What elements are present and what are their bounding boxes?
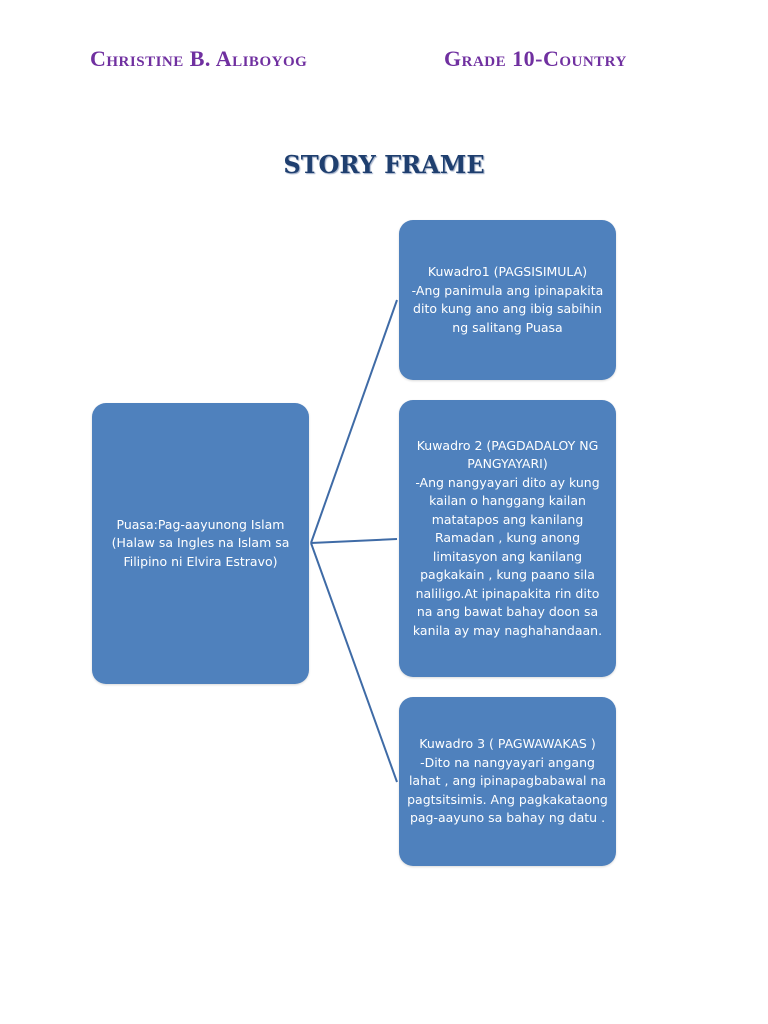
frame-heading: Kuwadro1 (PAGSISIMULA): [427, 264, 588, 279]
frame-line: -Ang nangyayari dito ay kung: [415, 474, 600, 490]
root-node: Puasa:Pag-aayunong Islam (Halaw sa Ingle…: [92, 403, 309, 684]
frame-line: -Dito na nangyayari angang: [420, 754, 595, 770]
grade-section: Grade 10-Country: [444, 46, 627, 71]
frame-line: Ramadan , kung anong: [434, 530, 581, 546]
frame-heading: Kuwadro 3 ( PAGWAWAKAS ): [419, 736, 596, 752]
frame-line: lahat , ang ipinapagbabawal na: [408, 773, 607, 789]
frame-line: -Ang panimula ang ipinapakita: [411, 282, 604, 298]
frame-line: pagkakain , kung paano sila: [420, 567, 595, 583]
frame-line: pagtsitsimis. Ang pagkakataong: [407, 791, 608, 807]
frame-line: PANGYAYARI): [467, 456, 548, 472]
frame-line: naliligo.At ipinapakita rin dito: [415, 585, 600, 601]
frame-line: na ang bawat bahay doon sa: [416, 604, 599, 620]
frame-line: ng salitang Puasa: [452, 319, 563, 335]
root-line: Filipino ni Elvira Estravo): [123, 553, 278, 569]
frame-line: kailan o hanggang kailan: [429, 493, 586, 509]
frame-node-1: Kuwadro1 (PAGSISIMULA) -Ang panimula ang…: [399, 220, 616, 380]
frame-line: dito kung ano ang ibig sabihin: [413, 301, 602, 316]
frame-node-3: Kuwadro 3 ( PAGWAWAKAS ) -Dito na nangya…: [399, 697, 616, 866]
connector-to-frame3: [310, 542, 398, 783]
header: Christine B. Aliboyog Grade 10-Country: [0, 46, 768, 74]
page-title: STORY FRAME: [283, 150, 485, 179]
frame-line: kanila ay may naghahandaan.: [412, 622, 603, 638]
frame-node-2: Kuwadro 2 (PAGDADALOY NG PANGYAYARI) -An…: [399, 400, 616, 677]
frame-line: limitasyon ang kanilang: [432, 548, 583, 564]
root-line: (Halaw sa Ingles na Islam sa: [111, 535, 290, 551]
connector-to-frame2: [310, 538, 398, 544]
frame-line: pag-aayuno sa bahay ng datu .: [409, 810, 606, 826]
frame-heading: Kuwadro 2 (PAGDADALOY NG: [416, 437, 599, 453]
root-line: Puasa:Pag-aayunong Islam: [116, 516, 285, 532]
connector-to-frame1: [310, 299, 398, 544]
frame-line: matatapos ang kanilang: [431, 511, 584, 527]
student-name: Christine B. Aliboyog: [90, 46, 308, 71]
